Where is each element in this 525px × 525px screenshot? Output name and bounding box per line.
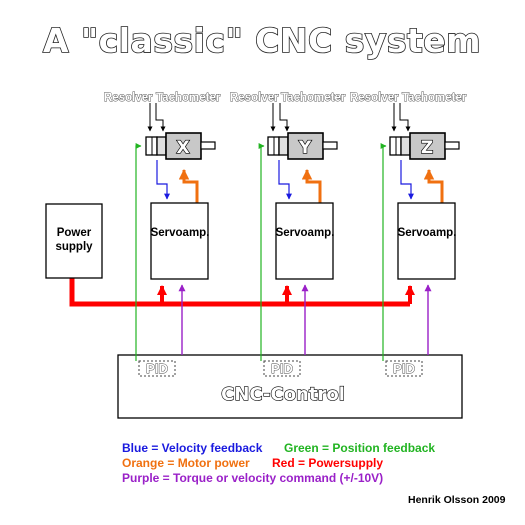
servoamp-z xyxy=(397,202,456,280)
pid-x xyxy=(138,360,176,377)
resolver-label-y: Resolver xyxy=(230,92,279,104)
axis-z-group: Resolver Tachometer Z Servoamp. PID xyxy=(350,92,467,377)
shaft-x xyxy=(200,141,216,150)
diagram-title: A "classic" CNC system xyxy=(43,21,481,60)
axis-x-group: Resolver Tachometer X Servoamp. PID xyxy=(104,92,221,377)
tachometer-label-x: Tachometer xyxy=(156,92,221,104)
legend-orange: Orange = Motor power xyxy=(122,456,250,470)
servoamp-x-label: Servoamp. xyxy=(151,227,210,239)
power-supply-block: Power supply xyxy=(45,203,103,279)
resolver-label-x: Resolver xyxy=(104,92,153,104)
resolver-label-z: Resolver xyxy=(350,92,399,104)
power-supply-label-line1: Power xyxy=(57,227,92,239)
tachometer-label-z: Tachometer xyxy=(402,92,467,104)
servoamp-x xyxy=(150,202,209,280)
cnc-control-label: CNC-Control xyxy=(221,384,345,405)
motor-x-label: X xyxy=(176,138,189,158)
legend-blue: Blue = Velocity feedback xyxy=(122,441,263,455)
tachometer-y xyxy=(278,136,289,156)
servoamp-z-label: Servoamp. xyxy=(398,227,457,239)
shaft-y xyxy=(322,141,338,150)
power-supply-label-line2: supply xyxy=(55,241,93,253)
servoamp-y xyxy=(275,202,334,280)
pid-y-label: PID xyxy=(271,361,293,376)
power-bus xyxy=(69,278,415,307)
legend-green: Green = Position feedback xyxy=(284,441,435,455)
pid-z-label: PID xyxy=(393,361,415,376)
motor-y-label: Y xyxy=(298,138,312,158)
pid-x-label: PID xyxy=(146,361,168,376)
motor-z-label: Z xyxy=(421,138,433,158)
servoamp-y-label: Servoamp. xyxy=(276,227,335,239)
legend-red: Red = Powersupply xyxy=(272,456,383,470)
axis-y-group: Resolver Tachometer Y Servoamp. PID xyxy=(230,92,346,377)
legend: Blue = Velocity feedback Green = Positio… xyxy=(122,441,435,485)
author-credit: Henrik Olsson 2009 xyxy=(408,494,506,506)
motor-z xyxy=(409,132,446,160)
shaft-z xyxy=(444,141,460,150)
legend-purple: Purple = Torque or velocity command (+/-… xyxy=(122,471,383,485)
pid-z xyxy=(385,360,423,377)
pid-y xyxy=(263,360,301,377)
motor-y xyxy=(287,132,324,160)
tachometer-x xyxy=(156,136,167,156)
tachometer-label-y: Tachometer xyxy=(281,92,346,104)
tachometer-z xyxy=(400,136,411,156)
